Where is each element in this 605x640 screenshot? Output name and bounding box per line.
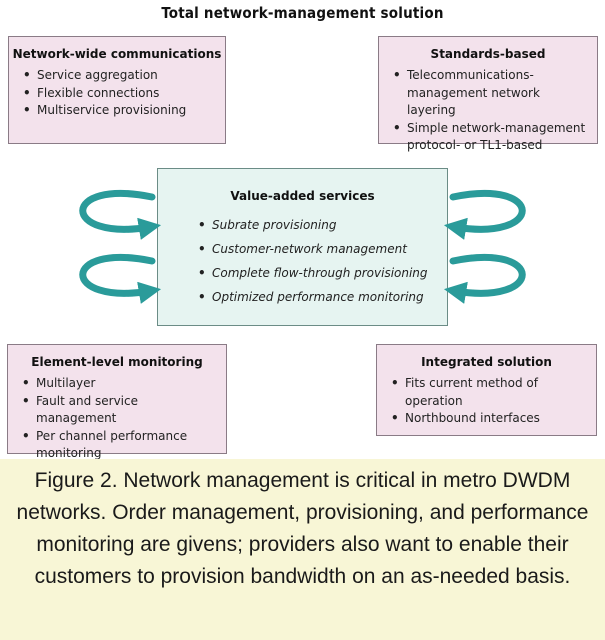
bullet-list: Telecommunications-management network la… bbox=[379, 67, 597, 155]
box-heading: Value-added services bbox=[230, 189, 375, 203]
bullet-list: Fits current method of operation Northbo… bbox=[377, 375, 596, 428]
list-item: Simple network-management protocol- or T… bbox=[393, 120, 587, 155]
box-standards-based: Standards-based Telecommunications-manag… bbox=[378, 36, 598, 152]
list-item: Northbound interfaces bbox=[391, 410, 596, 428]
list-item: Multilayer bbox=[22, 375, 218, 393]
list-item: Customer-network management bbox=[198, 237, 447, 261]
box-integrated-solution: Integrated solution Fits current method … bbox=[376, 344, 597, 436]
list-item: Subrate provisioning bbox=[198, 213, 447, 237]
bullet-list: Service aggregation Flexible connections… bbox=[9, 67, 225, 120]
list-item: Complete flow-through provisioning bbox=[198, 261, 447, 285]
list-item: Per channel performance monitoring bbox=[22, 428, 218, 463]
figure-caption: Figure 2. Network management is critical… bbox=[0, 459, 605, 640]
box-element-level-monitoring: Element-level monitoring Multilayer Faul… bbox=[7, 344, 227, 460]
list-item: Multiservice provisioning bbox=[23, 102, 225, 120]
bullet-list: Subrate provisioning Customer-network ma… bbox=[158, 213, 447, 309]
list-item: Fits current method of operation bbox=[391, 375, 596, 410]
arrow-left-lower bbox=[79, 253, 162, 304]
box-network-wide-communications: Network-wide communications Service aggr… bbox=[8, 36, 226, 144]
box-heading: Standards-based bbox=[430, 47, 546, 61]
box-heading: Integrated solution bbox=[421, 355, 552, 369]
arrow-right-upper bbox=[443, 189, 526, 240]
list-item: Telecommunications-management network la… bbox=[393, 67, 587, 120]
bullet-list: Multilayer Fault and service management … bbox=[8, 375, 226, 463]
arrow-left-upper bbox=[79, 189, 162, 240]
list-item: Service aggregation bbox=[23, 67, 225, 85]
list-item: Flexible connections bbox=[23, 85, 225, 103]
diagram-title: Total network-management solution bbox=[161, 4, 444, 22]
box-heading: Element-level monitoring bbox=[31, 355, 203, 369]
cycle-arrows bbox=[79, 189, 526, 304]
box-value-added-services: Value-added services Subrate provisionin… bbox=[157, 168, 448, 326]
arrow-right-lower bbox=[443, 253, 526, 304]
list-item: Fault and service management bbox=[22, 393, 218, 428]
box-heading: Network-wide communications bbox=[12, 47, 222, 61]
list-item: Optimized performance monitoring bbox=[198, 285, 447, 309]
